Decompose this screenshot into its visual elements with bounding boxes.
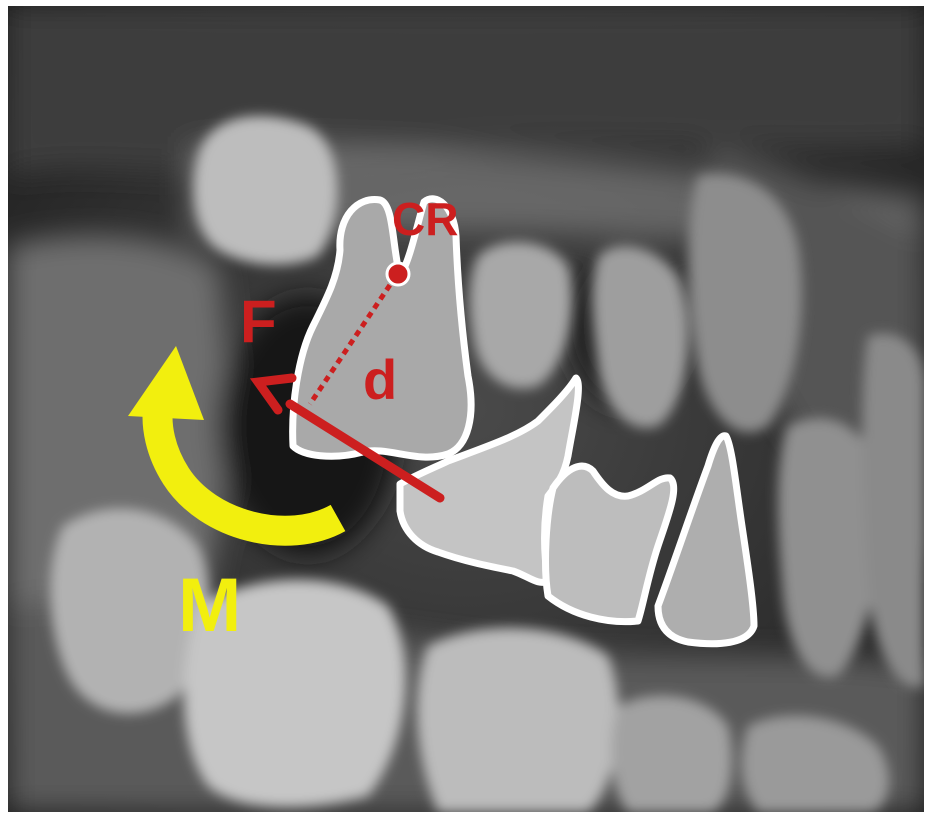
distance-label: d	[363, 352, 397, 408]
center-of-resistance-label: CR	[392, 196, 458, 242]
center-of-resistance-dot	[387, 263, 409, 285]
dental-radiograph	[8, 6, 924, 812]
moment-label: M	[178, 568, 241, 644]
force-label: F	[240, 292, 277, 352]
